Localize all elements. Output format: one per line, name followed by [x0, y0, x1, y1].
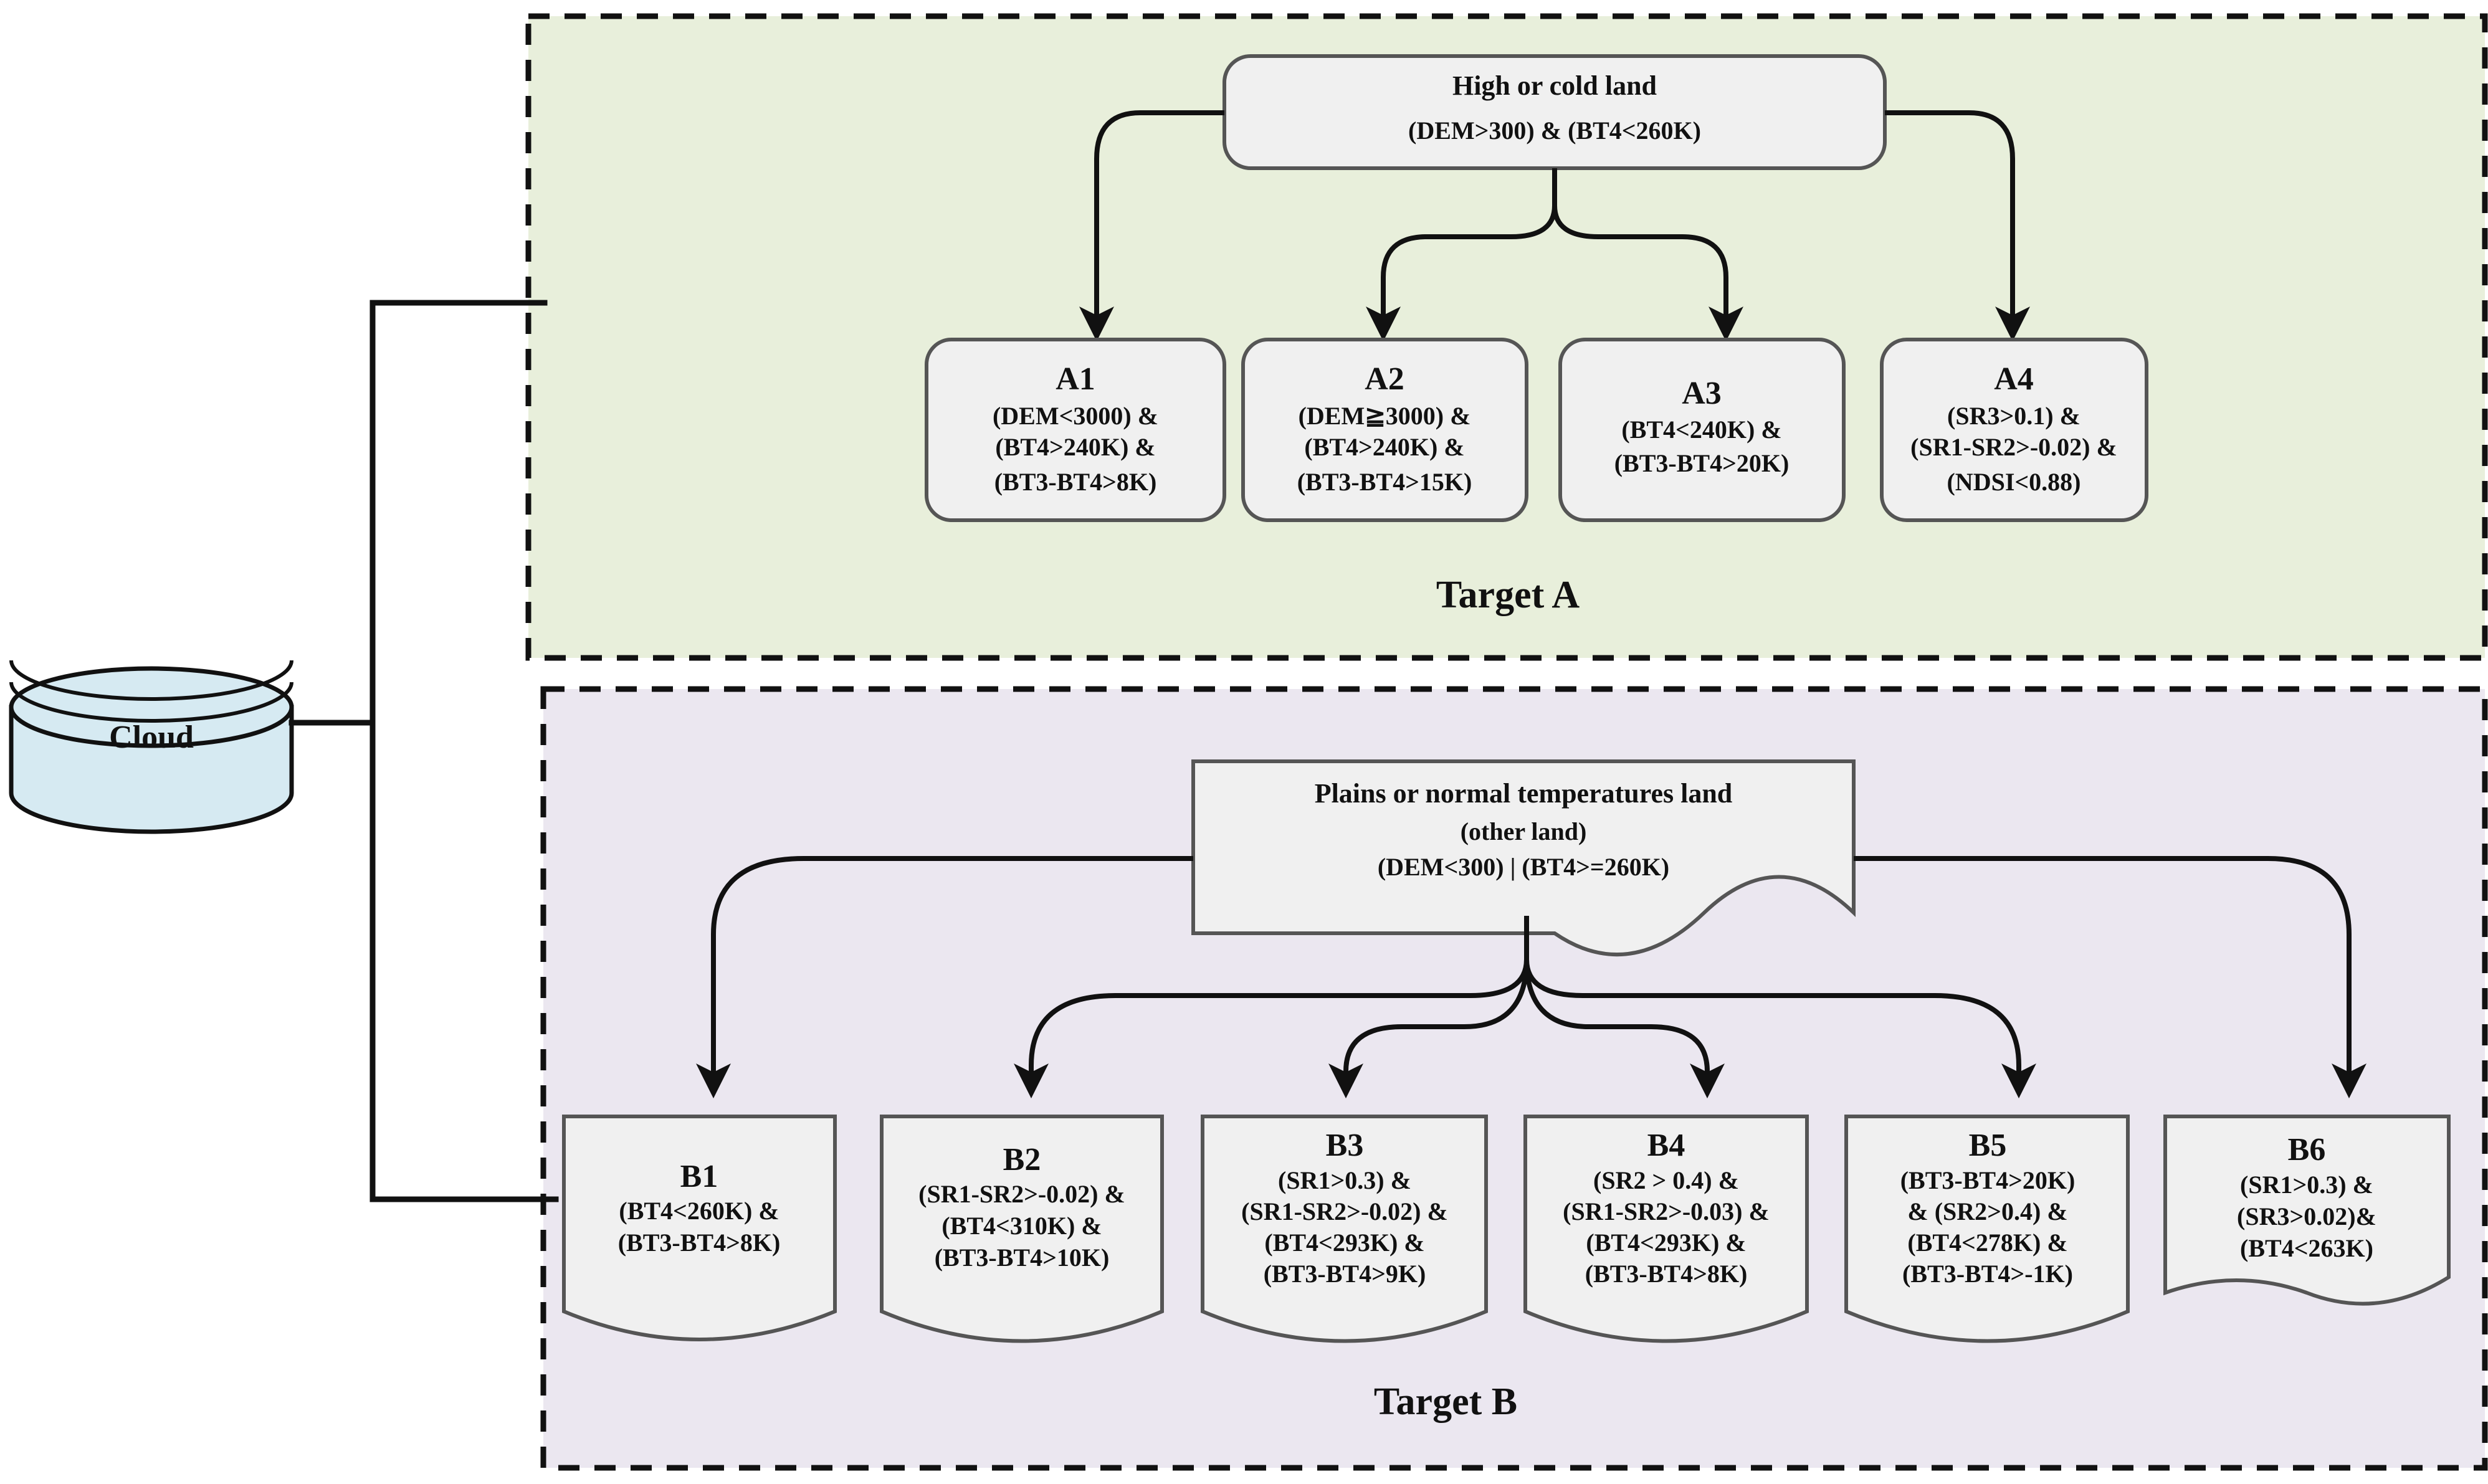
node-b5-line-3: (BT4<278K) & [1907, 1229, 2067, 1257]
node-high-or-cold-land-title: High or cold land [1452, 70, 1657, 101]
node-b3-title: B3 [1326, 1128, 1364, 1163]
cloud-cylinder-top [9, 666, 294, 748]
node-a2-line-3: (BT3-BT4>15K) [1297, 468, 1472, 496]
node-a3-title: A3 [1682, 376, 1722, 411]
node-b1-line-1: (BT4<260K) & [619, 1197, 779, 1225]
node-b3-box [1201, 1115, 1488, 1343]
panel-b-connectors [696, 856, 2366, 1098]
connector-header-b-to-b2 [1014, 959, 1529, 1098]
node-b6-title: B6 [2288, 1132, 2326, 1168]
connector-header-a-to-a3 [1552, 205, 1743, 341]
node-a1[interactable]: A1 (DEM<3000) & (BT4>240K) & (BT3-BT4>8K… [925, 338, 1226, 522]
node-b6-line-1: (SR1>0.3) & [2240, 1171, 2373, 1199]
cloud-source-node[interactable]: Cloud [9, 660, 294, 834]
connector-header-b-to-b4 [1524, 959, 1725, 1098]
connector-header-a-to-a4 [1885, 110, 2030, 341]
node-b5-title: B5 [1969, 1128, 2007, 1163]
node-b2-line-3: (BT3-BT4>10K) [935, 1244, 1110, 1272]
node-a4-box [1880, 338, 2148, 522]
node-b5-box [1844, 1115, 2130, 1343]
node-b5-line-4: (BT3-BT4>-1K) [1902, 1260, 2073, 1288]
node-b6-line-2: (SR3>0.02)& [2237, 1202, 2376, 1230]
node-a3-line-2: (BT3-BT4>20K) [1614, 449, 1790, 477]
node-plains-line-1: (other land) [1461, 817, 1587, 845]
node-a2[interactable]: A2 (DEM≧3000) & (BT4>240K) & (BT3-BT4>15… [1241, 338, 1528, 522]
node-b3-line-2: (SR1-SR2>-0.02) & [1241, 1197, 1448, 1225]
node-a2-line-2: (BT4>240K) & [1304, 433, 1464, 461]
node-b3-line-1: (SR1>0.3) & [1278, 1166, 1411, 1194]
node-b4-line-1: (SR2 > 0.4) & [1593, 1166, 1739, 1194]
panel-b-label: Target B [1374, 1381, 1517, 1423]
node-a3-line-1: (BT4<240K) & [1621, 416, 1781, 444]
panel-a-connectors [1079, 110, 2030, 341]
node-b2-box [880, 1115, 1164, 1343]
node-b5-line-2: & (SR2>0.4) & [1907, 1197, 2067, 1225]
node-b6-box [2163, 1115, 2451, 1306]
node-a1-box [925, 338, 1226, 522]
node-b6-line-3: (BT4<263K) [2240, 1234, 2373, 1262]
node-b6[interactable]: B6 (SR1>0.3) & (SR3>0.02)& (BT4<263K) [2163, 1115, 2451, 1306]
node-a2-box [1241, 338, 1528, 522]
node-a1-title: A1 [1056, 361, 1095, 397]
node-b3-line-3: (BT4<293K) & [1264, 1229, 1424, 1257]
node-plains-line-2: (DEM<300) | (BT4>=260K) [1378, 853, 1669, 881]
cloud-label: Cloud [109, 720, 194, 755]
node-b1-title: B1 [680, 1159, 718, 1194]
node-plains-title: Plains or normal temperatures land [1315, 778, 1733, 809]
node-b4-box [1523, 1115, 1809, 1343]
node-a1-line-3: (BT3-BT4>8K) [994, 468, 1157, 496]
cloud-cylinder-ring-2 [9, 660, 293, 701]
node-b2-line-1: (SR1-SR2>-0.02) & [918, 1180, 1125, 1208]
node-b4-line-2: (SR1-SR2>-0.03) & [1563, 1197, 1770, 1225]
connector-header-a-to-a2 [1366, 205, 1557, 341]
node-b3[interactable]: B3 (SR1>0.3) & (SR1-SR2>-0.02) & (BT4<29… [1201, 1115, 1488, 1343]
node-b5[interactable]: B5 (BT3-BT4>20K) & (SR2>0.4) & (BT4<278K… [1844, 1115, 2130, 1343]
connector-header-a-to-a1 [1079, 110, 1224, 341]
node-high-or-cold-land[interactable]: High or cold land (DEM>300) & (BT4<260K) [1223, 54, 1887, 170]
node-plains-box [1191, 759, 1856, 957]
node-high-or-cold-land-line-1: (DEM>300) & (BT4<260K) [1408, 117, 1701, 145]
node-a4-line-1: (SR3>0.1) & [1947, 402, 2080, 430]
node-b5-line-1: (BT3-BT4>20K) [1900, 1166, 2076, 1194]
node-b4-title: B4 [1647, 1128, 1685, 1163]
connector-header-b-to-b5 [1524, 959, 2036, 1098]
node-a2-title: A2 [1365, 361, 1404, 397]
node-a3[interactable]: A3 (BT4<240K) & (BT3-BT4>20K) [1558, 338, 1846, 522]
trunk-connectors [288, 300, 559, 1202]
node-a2-line-1: (DEM≧3000) & [1299, 402, 1471, 430]
node-b4-line-4: (BT3-BT4>8K) [1585, 1260, 1748, 1288]
cloud-cylinder-ring-1 [9, 682, 293, 723]
connector-header-b-to-b6 [1854, 856, 2366, 1098]
node-b4-line-3: (BT4<293K) & [1586, 1229, 1746, 1257]
node-b2[interactable]: B2 (SR1-SR2>-0.02) & (BT4<310K) & (BT3-B… [880, 1115, 1164, 1343]
node-b2-title: B2 [1003, 1142, 1041, 1177]
node-a1-line-1: (DEM<3000) & [993, 402, 1158, 430]
node-a1-line-2: (BT4>240K) & [995, 433, 1155, 461]
node-a4-line-3: (NDSI<0.88) [1947, 468, 2080, 496]
connector-header-b-to-b3 [1328, 959, 1529, 1098]
node-b1-line-2: (BT3-BT4>8K) [618, 1229, 781, 1257]
node-a4[interactable]: A4 (SR3>0.1) & (SR1-SR2>-0.02) & (NDSI<0… [1880, 338, 2148, 522]
node-a4-title: A4 [1994, 361, 2034, 397]
node-plains-or-normal-temperatures-land[interactable]: Plains or normal temperatures land (othe… [1191, 759, 1856, 957]
panel-a-label: Target A [1436, 574, 1580, 616]
node-b3-line-4: (BT3-BT4>9K) [1264, 1260, 1426, 1288]
node-b4[interactable]: B4 (SR2 > 0.4) & (SR1-SR2>-0.03) & (BT4<… [1523, 1115, 1809, 1343]
node-b1-box [562, 1115, 837, 1341]
connector-header-b-to-b1 [696, 856, 1193, 1098]
node-b2-line-2: (BT4<310K) & [941, 1212, 1102, 1240]
node-a3-box [1558, 338, 1846, 522]
node-a4-line-2: (SR1-SR2>-0.02) & [1910, 433, 2117, 461]
node-b1[interactable]: B1 (BT4<260K) & (BT3-BT4>8K) [562, 1115, 837, 1341]
